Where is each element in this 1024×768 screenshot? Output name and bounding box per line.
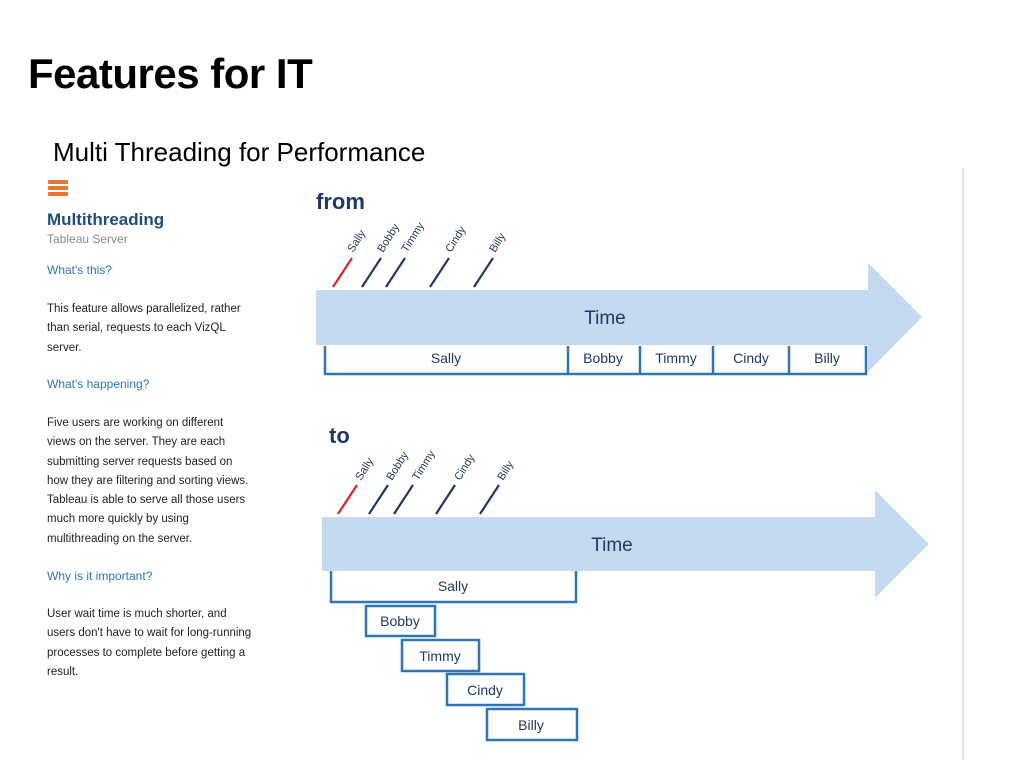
- from-user-cindy: Cindy: [443, 224, 468, 255]
- from-user-bobby: Bobby: [375, 221, 402, 254]
- parallel-timeline: Sally Bobby Timmy Cindy Billy: [329, 571, 579, 742]
- page-subtitle: Multi Threading for Performance: [53, 137, 426, 167]
- parallel-billy: Billy: [518, 717, 544, 733]
- to-user-cindy: Cindy: [452, 452, 477, 483]
- sidebar-product: Tableau Server: [47, 232, 128, 246]
- question-whats-happening: What's happening?: [47, 377, 150, 391]
- from-user-billy: Billy: [487, 231, 508, 255]
- from-label: from: [316, 189, 365, 214]
- serial-timmy: Timmy: [655, 350, 696, 366]
- parallel-bobby: Bobby: [380, 613, 420, 629]
- answer-why-important: User wait time is much shorter, and user…: [47, 608, 252, 678]
- parallel-box-bobby: [364, 604, 437, 638]
- request-tick: [435, 484, 456, 515]
- parallel-box-sally: [329, 571, 578, 604]
- panel-divider: [962, 168, 964, 760]
- request-tick: [337, 484, 358, 515]
- request-tick: [473, 257, 494, 288]
- answer-whats-this: This feature allows parallelized, rather…: [47, 303, 241, 354]
- content-panel: [36, 168, 966, 760]
- to-user-billy: Billy: [495, 459, 516, 483]
- time-arrow-from: [316, 263, 922, 372]
- question-whats-this: What's this?: [47, 263, 112, 277]
- serial-cindy: Cindy: [733, 350, 769, 366]
- request-tick: [429, 257, 450, 288]
- parallel-box-cindy: [445, 672, 526, 707]
- parallel-box-billy: [485, 707, 579, 742]
- sidebar-heading: Multithreading: [47, 210, 165, 229]
- request-tick: [479, 484, 500, 515]
- serial-sally: Sally: [431, 350, 461, 366]
- menu-icon: [48, 180, 68, 196]
- serial-timeline: Sally Bobby Timmy Cindy Billy: [323, 346, 868, 376]
- request-tick: [385, 257, 406, 288]
- request-tick: [332, 257, 353, 288]
- serial-bobby: Bobby: [583, 350, 623, 366]
- time-label-from: Time: [584, 308, 626, 329]
- parallel-timmy: Timmy: [419, 648, 460, 664]
- to-user-timmy: Timmy: [410, 448, 438, 482]
- time-arrow-to: [322, 490, 929, 598]
- request-tick: [361, 257, 382, 288]
- from-user-timmy: Timmy: [399, 220, 427, 254]
- parallel-cindy: Cindy: [467, 682, 503, 698]
- serial-box-outline: [323, 346, 868, 376]
- from-request-ticks: Sally Bobby Timmy Cindy Billy: [332, 220, 508, 288]
- request-tick: [393, 484, 414, 515]
- parallel-box-timmy: [400, 638, 481, 673]
- answer-whats-happening: Five users are working on different view…: [47, 417, 249, 545]
- request-tick: [368, 484, 389, 515]
- to-request-ticks: Sally Bobby Timmy Cindy Billy: [337, 448, 516, 515]
- serial-billy: Billy: [814, 350, 840, 366]
- to-user-sally: Sally: [353, 456, 376, 483]
- time-label-to: Time: [591, 535, 633, 556]
- question-why-important: Why is it important?: [47, 569, 153, 583]
- parallel-sally: Sally: [438, 578, 468, 594]
- page-title: Features for IT: [28, 50, 313, 97]
- from-user-sally: Sally: [345, 228, 368, 255]
- to-label: to: [329, 423, 350, 448]
- to-user-bobby: Bobby: [384, 449, 411, 482]
